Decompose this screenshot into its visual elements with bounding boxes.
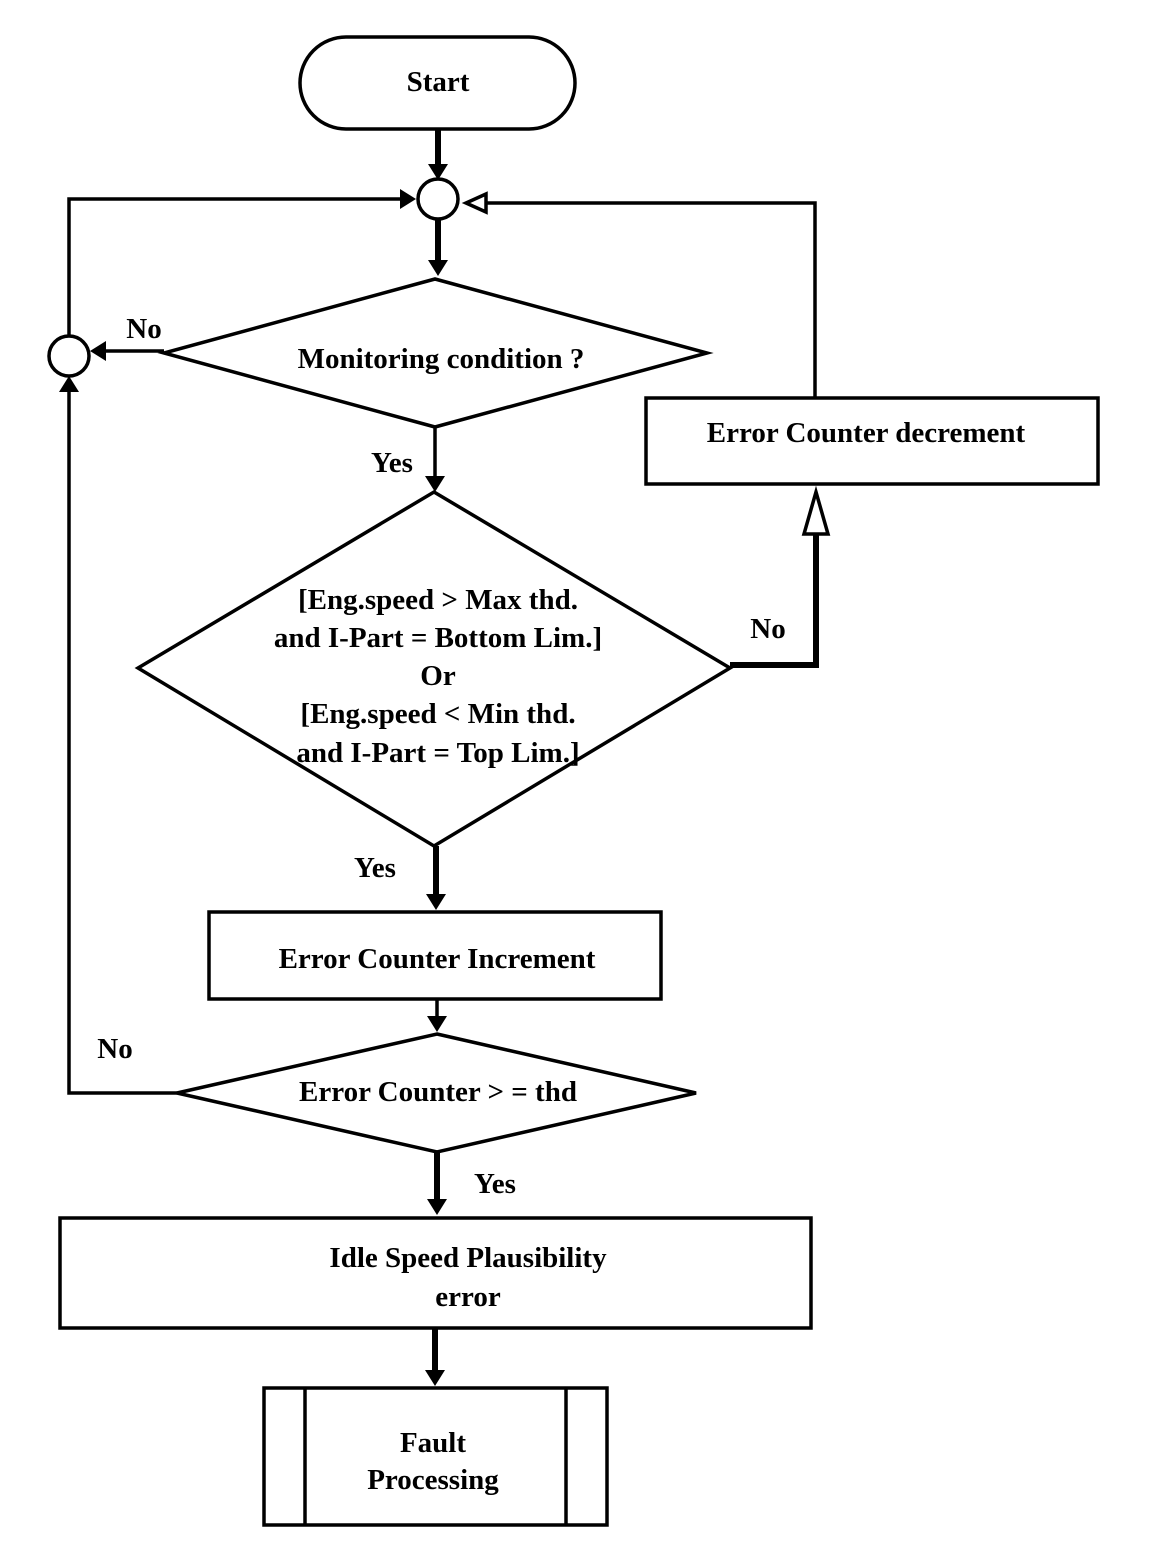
arrowhead [428,260,448,276]
arrowhead [90,341,106,361]
arrowhead [428,164,448,180]
arrowhead [426,894,446,910]
condition-line-1: [Eng.speed > Max thd. [298,584,578,616]
increment-label: Error Counter Increment [279,943,596,975]
monitoring-label: Monitoring condition ? [298,343,585,375]
arrowhead [461,191,488,215]
plausibility-line-1: Idle Speed Plausibility [329,1242,607,1274]
condition-line-2: and I-Part = Bottom Lim.] [274,622,602,654]
edge-left-loop-up [67,197,402,336]
condition-line-3: Or [420,660,456,692]
arrowhead [427,1016,447,1032]
plausibility-line-2: error [435,1281,501,1313]
increment-box [207,910,663,1001]
condition-yes-label: Yes [354,852,396,884]
edge-threshold-no [67,390,177,1095]
monitoring-no-label: No [126,313,161,345]
condition-line-4: [Eng.speed < Min thd. [300,698,575,730]
condition-line-5: and I-Part = Top Lim.] [296,737,579,769]
decrement-box [644,396,1100,486]
plausibility-box [58,1216,813,1330]
fault-line-2: Processing [367,1464,499,1496]
fault-box [262,1386,609,1527]
edge-condition-no [730,530,819,668]
arrowhead [425,1370,445,1386]
decrement-label: Error Counter decrement [707,417,1026,449]
fault-line-1: Fault [400,1427,466,1459]
start-label: Start [407,66,470,98]
arrowhead [427,1199,447,1215]
arrowhead [400,189,416,209]
edge-decrement-loop [484,201,817,398]
arrowhead [59,376,79,392]
condition-no-label: No [750,613,785,645]
top-connector [416,177,460,221]
threshold-label: Error Counter > = thd [299,1076,577,1108]
threshold-no-label: No [97,1033,132,1065]
threshold-yes-label: Yes [474,1168,516,1200]
left-connector [47,334,91,378]
monitoring-yes-label: Yes [371,447,413,479]
arrowhead [425,476,445,492]
arrowhead [801,485,831,536]
